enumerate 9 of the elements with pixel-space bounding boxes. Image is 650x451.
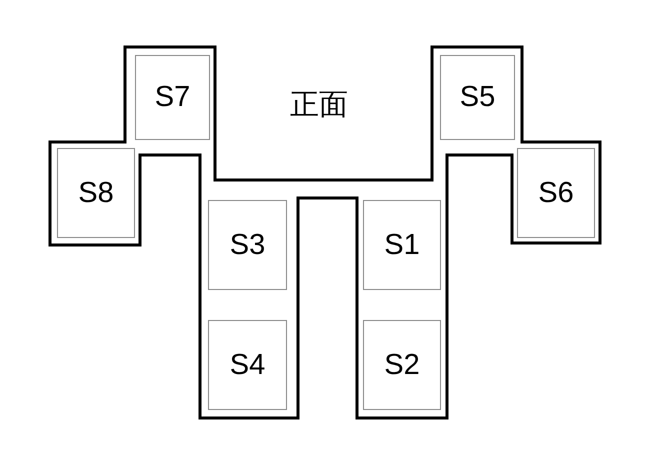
sensor-box: S7 xyxy=(135,55,210,140)
sensor-box: S3 xyxy=(208,200,287,290)
sensor-box: S8 xyxy=(57,148,135,238)
sensor-box: S6 xyxy=(517,148,595,238)
sensor-box: S2 xyxy=(363,320,441,410)
side-label: 正面 xyxy=(290,86,348,123)
sensor-box: S5 xyxy=(440,55,515,140)
sensor-box: S4 xyxy=(208,320,287,410)
sensor-box: S1 xyxy=(363,200,441,290)
